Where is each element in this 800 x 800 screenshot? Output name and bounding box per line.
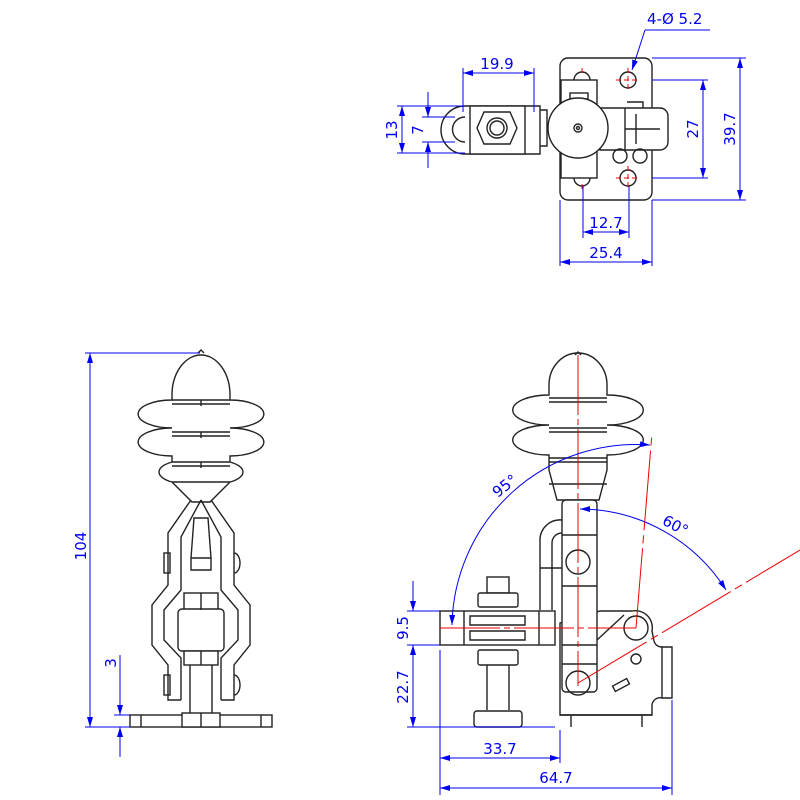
dim-39-7: 39.7 (721, 112, 739, 145)
angle-95: 95° (489, 471, 521, 502)
spindle-foot (473, 710, 523, 728)
dim-7: 7 (409, 125, 427, 135)
dim-9-5: 9.5 (394, 616, 412, 640)
nut-top (476, 111, 518, 145)
dim-12-7: 12.7 (589, 214, 622, 232)
spindle-block-front (177, 608, 225, 652)
linkage-frame (151, 499, 251, 701)
dim-25-4: 25.4 (589, 244, 622, 262)
hole-callout: 4-Ø 5.2 (647, 10, 702, 28)
handle-grip-front (137, 354, 265, 503)
dim-3: 3 (102, 658, 120, 668)
pivot-disc (547, 97, 609, 159)
front-view: 104 3 (72, 349, 273, 757)
dim-64-7: 64.7 (539, 769, 572, 787)
dim-33-7: 33.7 (483, 740, 516, 758)
dim-27: 27 (684, 119, 702, 138)
dim-19-9: 19.9 (480, 55, 513, 73)
handle-arm-side (561, 499, 598, 693)
dim-104: 104 (72, 532, 90, 561)
dim-13: 13 (383, 120, 401, 139)
side-view: 95° 60° 9.5 22.7 33.7 64.7 (394, 351, 800, 795)
angle-60: 60° (659, 511, 691, 539)
dim-22-7: 22.7 (394, 670, 412, 703)
top-view: 19.9 13 7 27 39.7 12.7 25.4 4-Ø 5.2 (383, 10, 746, 266)
